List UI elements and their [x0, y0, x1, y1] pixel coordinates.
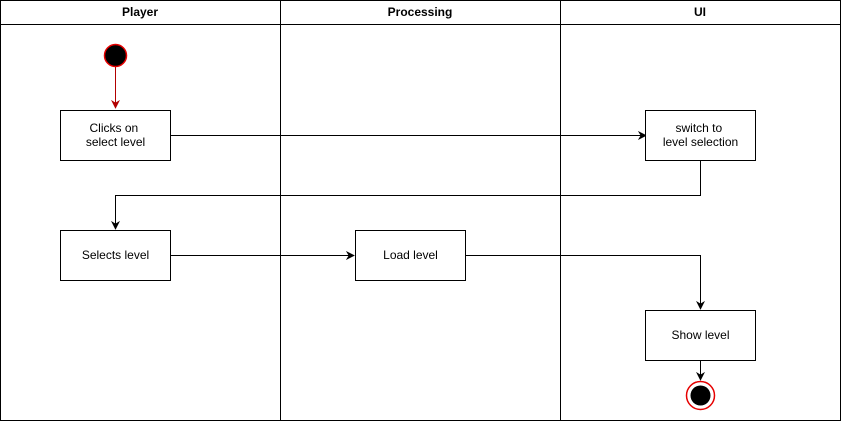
activity-box: [60, 230, 171, 281]
activity-label: Load level: [383, 248, 438, 262]
activity-label: Selects level: [82, 248, 149, 262]
activity-label: Clicks on select level: [86, 121, 145, 149]
activity-box: [355, 230, 466, 281]
activity-label: Show level: [671, 328, 729, 342]
activity-load-level: Load level: [355, 230, 466, 281]
flow-load-to-show: [465, 255, 705, 310]
lane-headers: Player Processing UI: [122, 5, 706, 19]
start-node: [103, 43, 128, 68]
activity-label: switch to level selection: [663, 121, 738, 149]
activity-selects-level: Selects level: [60, 230, 171, 281]
flow-switch-to-selects: [111, 161, 701, 230]
lane-header-processing: Processing: [388, 5, 453, 19]
end-node-core: [690, 385, 711, 406]
activity-show-level: Show level: [645, 310, 756, 361]
activity-box: [645, 110, 756, 161]
activity-box: [645, 310, 756, 361]
end-node: [685, 380, 716, 411]
lane-header-ui: UI: [694, 5, 706, 19]
activity-box: [60, 110, 171, 161]
activity-switch-level-selection: switch to level selection: [645, 110, 756, 161]
flows: [111, 67, 705, 381]
lane-header-player: Player: [122, 5, 158, 19]
activity-clicks-select-level: Clicks on select level: [60, 110, 171, 161]
